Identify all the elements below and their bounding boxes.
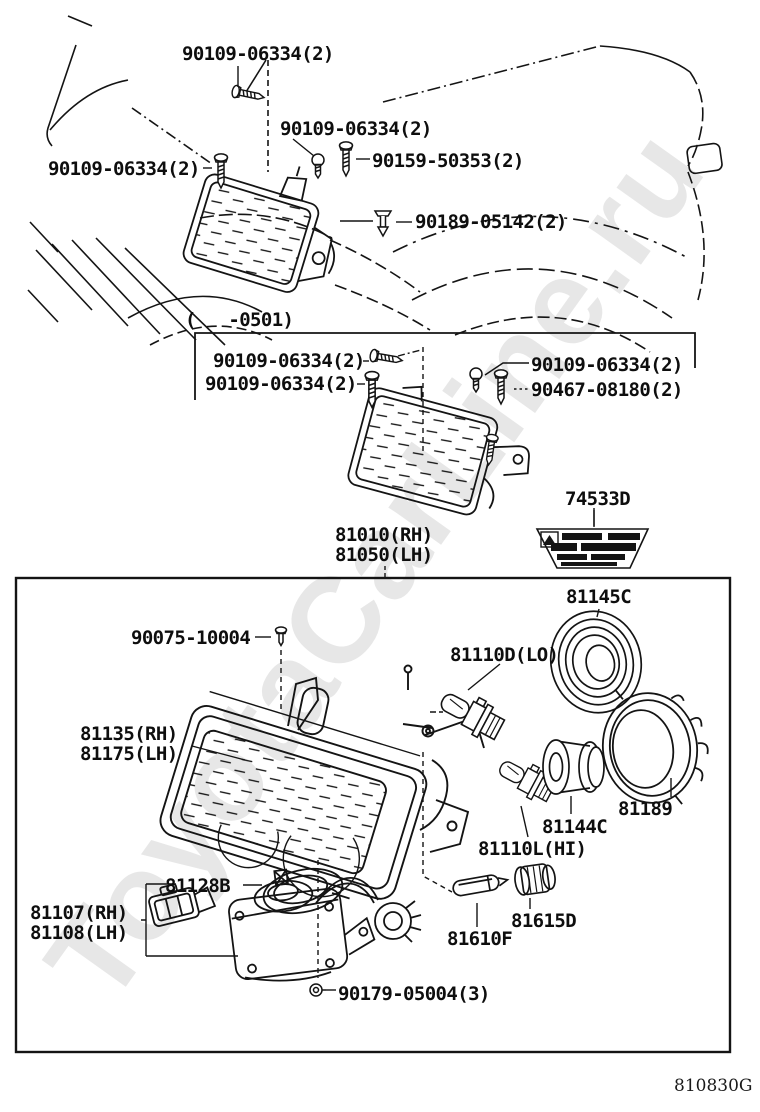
- headlamp-main-sketch: [159, 664, 485, 900]
- leveling-motor-assembly: [141, 860, 422, 982]
- detail-box-border: [14, 576, 732, 1054]
- ballstud-icon: [311, 153, 325, 179]
- leader-81135: [191, 745, 246, 761]
- bulb-81610F: [452, 874, 510, 927]
- harness-grommet: [374, 900, 422, 943]
- bulb-high-beam: [422, 751, 560, 893]
- headlamp-top-sketch: [182, 83, 392, 293]
- leader-lines-0501: [357, 347, 529, 452]
- screw-icon: [368, 348, 405, 368]
- headlamp-0501-sketch: [347, 348, 530, 516]
- clip-icon: [374, 210, 392, 237]
- ballstud-icon: [469, 367, 483, 393]
- bracket-0501: [194, 332, 696, 400]
- screw-90075: [255, 626, 288, 710]
- caution-label-sticker: [535, 508, 650, 569]
- leader-lines-top: [203, 66, 412, 223]
- bulb-low-beam: [430, 663, 510, 746]
- motor-body: [228, 868, 376, 982]
- sticker-text-bars: [551, 533, 640, 566]
- bolt-90179: [309, 983, 336, 997]
- screw-icon: [338, 140, 354, 177]
- screw-icon: [493, 368, 509, 405]
- socket-81615D: [514, 863, 556, 909]
- retainer-81144C: [542, 739, 605, 814]
- connector-81107: [148, 883, 217, 927]
- boot-81145C: [549, 608, 643, 714]
- ring-81189: [601, 689, 709, 805]
- document-code: 810830G: [674, 1076, 753, 1096]
- car-body-sketch: [27, 15, 723, 353]
